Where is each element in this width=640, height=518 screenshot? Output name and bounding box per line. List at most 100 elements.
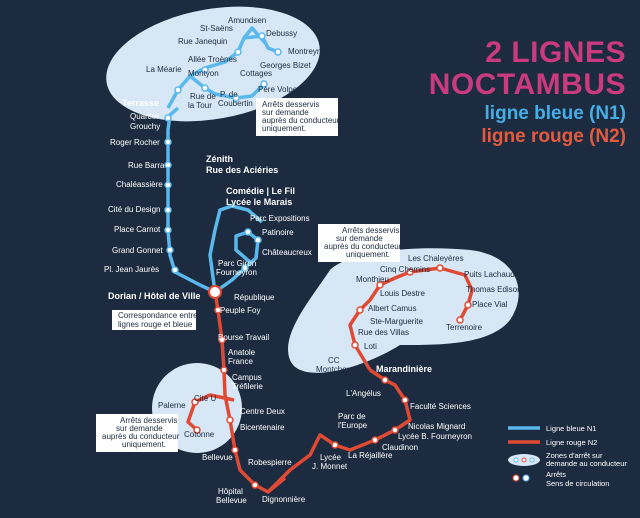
svg-text:Arrêts desservis: Arrêts desservis <box>342 226 399 235</box>
svg-text:lignes rouge et bleue: lignes rouge et bleue <box>118 320 193 329</box>
svg-text:Arrêts desservis: Arrêts desservis <box>120 416 177 425</box>
label-nicolas-mignard: Nicolas Mignard <box>408 422 465 431</box>
note-correspondance: Correspondance entre lignes rouge et ble… <box>112 310 198 330</box>
svg-text:auprès du conducteur: auprès du conducteur <box>102 432 180 441</box>
label-dignonniere: Dignonnière <box>262 495 306 504</box>
label-dorian: Dorian / Hôtel de Ville <box>108 291 200 301</box>
label-montyon: Montyon <box>188 69 219 78</box>
note-demand-right: Arrêts desservis sur demande auprès du c… <box>318 224 402 262</box>
stop-markers <box>164 32 282 274</box>
svg-text:sur demande: sur demande <box>336 234 383 243</box>
label-loti: Loti <box>364 342 377 351</box>
label-parc-europe-1: Parc de <box>338 412 366 421</box>
label-terrenoire: Terrenoire <box>446 323 483 332</box>
svg-text:uniquement.: uniquement. <box>262 124 306 133</box>
label-place-carnot: Place Carnot <box>114 225 161 234</box>
label-faculte-sciences: Faculté Sciences <box>410 402 471 411</box>
label-centre-deux: Centre Deux <box>240 407 285 416</box>
label-rue-de-la-tour-1: Rue de <box>190 92 216 101</box>
label-peuple-foy: Peuple Foy <box>220 306 260 315</box>
label-montreynaud: Montreynaud <box>288 47 335 56</box>
red-stop-markers <box>191 264 472 489</box>
label-bellevue: Bellevue <box>202 453 233 462</box>
title-red-line: ligne rouge (N2) <box>481 126 626 147</box>
label-patinoire: Patinoire <box>262 228 294 237</box>
label-cc-montchovet-2: Montchovet <box>316 365 358 374</box>
label-cinq-chemins: Cinq Chemins <box>380 265 430 274</box>
legend-zone-2: demande au conducteur <box>546 459 627 468</box>
label-cotonne: Cotonne <box>184 430 215 439</box>
title-line-2: NOCTAMBUS <box>428 68 626 101</box>
label-robespierre: Robespierre <box>248 458 292 467</box>
label-anatole-france-2: France <box>228 357 253 366</box>
label-l-angelus: L'Angélus <box>346 389 381 398</box>
label-palerne: Palerne <box>158 401 186 410</box>
label-terrasse: Terrasse <box>122 98 159 108</box>
legend: Ligne bleue N1 Ligne rouge N2 Zones d'ar… <box>508 424 627 488</box>
svg-text:auprès du conducteur: auprès du conducteur <box>262 116 340 125</box>
label-puits-lachaud: Puits Lachaud <box>464 270 515 279</box>
label-parc-europe-2: l'Europe <box>338 421 368 430</box>
label-zenith-2: Rue des Aciéries <box>206 165 278 175</box>
label-zenith-1: Zénith <box>206 154 233 164</box>
label-georges-bizet: Georges Bizet <box>260 61 311 70</box>
label-comedie-1: Comédie | Le Fil <box>226 186 295 196</box>
label-quartier-grouchy-2: Grouchy <box>130 122 160 131</box>
label-pl-jean-jaures: Pl. Jean Jaurès <box>104 265 159 274</box>
svg-text:Arrêts desservis: Arrêts desservis <box>262 100 319 109</box>
legend-stops-2: Sens de circulation <box>546 479 609 488</box>
label-cc-montchovet-1: CC <box>328 356 340 365</box>
label-quartier-grouchy-1: Quartier <box>130 112 159 121</box>
label-parc-giron-2: Fourneyron <box>216 268 257 277</box>
label-campus-trefilerie-2: Tréfilerie <box>232 382 263 391</box>
label-roger-rocher: Roger Rocher <box>110 138 160 147</box>
label-rue-barra: Rue Barra <box>128 161 165 170</box>
label-hopital-bellevue-1: Hôpital <box>218 487 243 496</box>
svg-text:auprès du conducteur: auprès du conducteur <box>324 242 402 251</box>
label-cite-u: Cité U <box>194 394 216 403</box>
hub-dorian <box>208 285 222 299</box>
label-claudinon: Claudinon <box>382 443 418 452</box>
label-allee-troenes: Allée Troènes <box>188 55 237 64</box>
label-cottages: Cottages <box>240 69 272 78</box>
label-thomas-edison: Thomas Edison <box>466 285 522 294</box>
label-lycee-j-monnet-2: J. Monnet <box>312 462 348 471</box>
label-monthieu: Monthieu <box>356 275 389 284</box>
label-debussy: Debussy <box>266 29 297 38</box>
label-amundsen: Amundsen <box>228 16 266 25</box>
legend-red: Ligne rouge N2 <box>546 438 597 447</box>
svg-text:Correspondance entre: Correspondance entre <box>118 311 198 320</box>
label-anatole-france-1: Anatole <box>228 348 256 357</box>
title-line-1: 2 LIGNES <box>485 36 626 69</box>
label-chaleassiere: Chaléassière <box>116 180 163 189</box>
label-st-saens: St-Saëns <box>200 24 233 33</box>
label-marandiniere: Marandinière <box>376 364 432 374</box>
label-comedie-2: Lycée le Marais <box>226 197 292 207</box>
label-rue-janequin: Rue Janequin <box>178 37 227 46</box>
label-p-de-coubertin-2: Coubertin <box>218 99 253 108</box>
svg-text:uniquement.: uniquement. <box>346 250 390 259</box>
label-campus-trefilerie-1: Campus <box>232 373 262 382</box>
svg-text:sur demande: sur demande <box>116 424 163 433</box>
label-ste-marguerite: Ste-Marguerite <box>370 317 423 326</box>
label-bourse-travail: Bourse Travail <box>218 333 269 342</box>
label-lycee-j-monnet-1: Lycée <box>320 453 342 462</box>
label-les-chaleyeres: Les Chaleyères <box>408 254 464 263</box>
label-louis-destre: Louis Destre <box>380 289 425 298</box>
legend-blue: Ligne bleue N1 <box>546 424 596 433</box>
legend-zone-1: Zones d'arrêt sur <box>546 451 603 460</box>
label-lycee-fourneyron: Lycée B. Fourneyron <box>398 432 472 441</box>
label-hopital-bellevue-2: Bellevue <box>216 496 247 505</box>
label-parc-expositions: Parc Expositions <box>250 214 310 223</box>
label-bicentenaire: Bicentenaire <box>240 423 285 432</box>
note-demand-left: Arrêts desservis sur demande auprès du c… <box>96 414 180 452</box>
label-rue-des-villas: Rue des Villas <box>358 328 409 337</box>
blue-line-route <box>166 26 279 294</box>
label-chateaucreux: Châteaucreux <box>262 248 312 257</box>
note-demand-top: Arrêts desservis sur demande auprès du c… <box>256 98 340 136</box>
label-parc-giron-1: Parc Giron <box>218 259 256 268</box>
label-pere-volpette: Père Volpette <box>258 85 307 94</box>
label-la-rejailliere: La Réjaillère <box>348 451 393 460</box>
label-p-de-coubertin-1: P. de <box>220 90 238 99</box>
